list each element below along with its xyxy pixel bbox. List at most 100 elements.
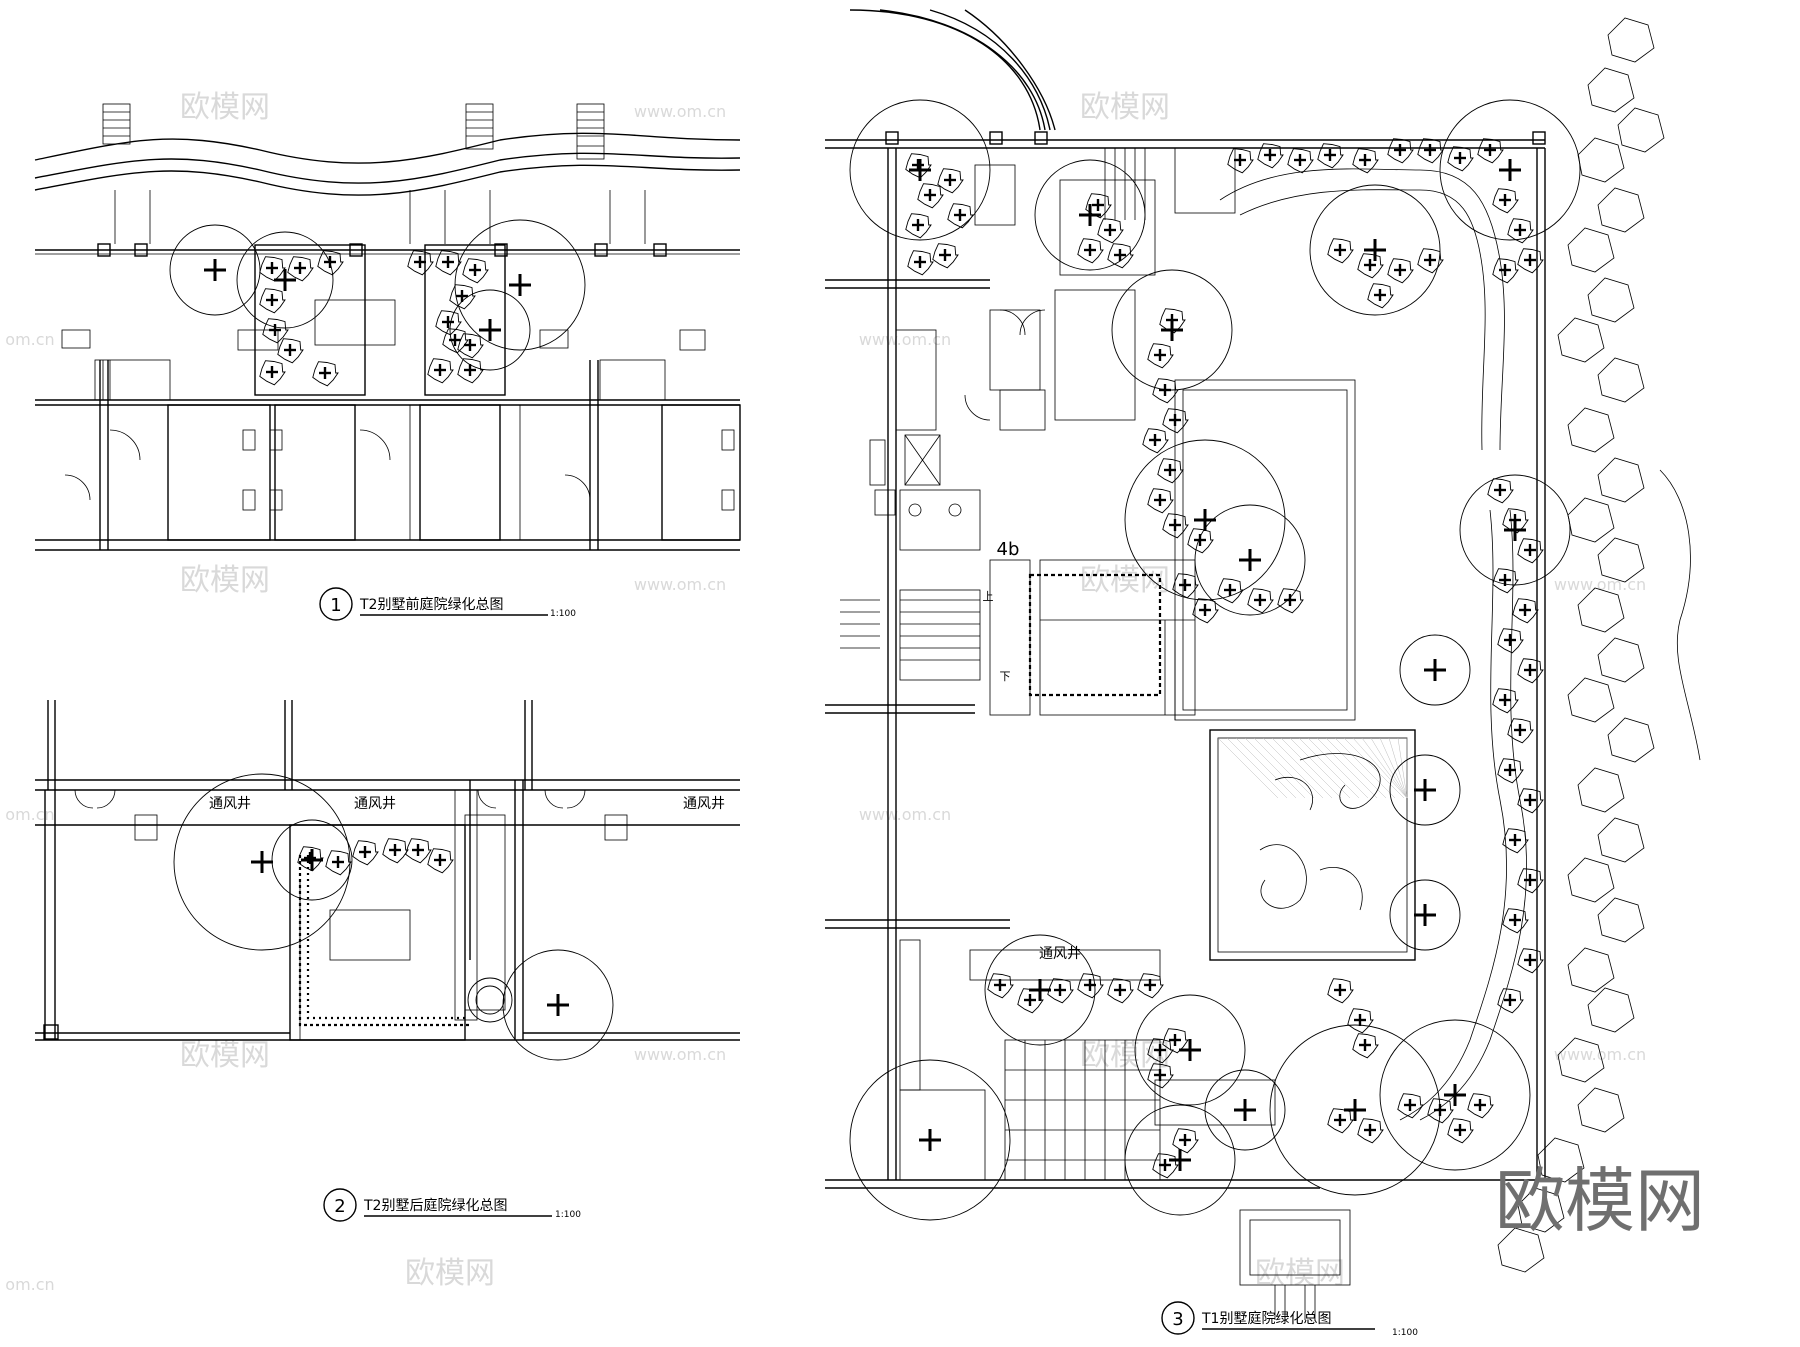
shrub-symbol: [1257, 143, 1284, 169]
drawing-1-number: 1: [330, 595, 341, 616]
shrub-symbol: [1517, 538, 1544, 564]
shrub-symbol: [1097, 218, 1124, 244]
watermark-brand-text: 欧模网: [1080, 563, 1170, 598]
drawing-3-title: T1别墅庭院绿化总图: [1201, 1310, 1331, 1327]
tree-canopy-symbol: [1124, 1104, 1236, 1216]
tree-canopy-symbol: [1204, 1069, 1286, 1151]
watermark-brand-text: 欧模网: [180, 563, 270, 598]
shrub-symbol: [1107, 978, 1134, 1004]
brand-watermark: 欧模网: [1495, 1160, 1705, 1242]
shrub-symbol: [1487, 478, 1514, 504]
drawing-2-tree-symbols: [173, 773, 614, 1061]
shrub-symbol: [1357, 1118, 1384, 1144]
shrub-symbol: [1287, 148, 1314, 174]
shrub-symbol: [1427, 1098, 1454, 1124]
shrub-symbol: [449, 284, 476, 310]
shrub-symbol: [442, 328, 469, 354]
shaft-label-a: 通风井: [209, 796, 251, 812]
shrub-symbol: [1077, 238, 1104, 264]
shrub-symbol: [905, 153, 932, 179]
tree-canopy-symbol: [849, 1059, 1011, 1221]
shrub-symbol: [317, 250, 344, 276]
shrub-symbol: [1502, 828, 1529, 854]
shrub-symbol: [1162, 408, 1189, 434]
drawing-3-villa-yard-plan: [825, 9, 1701, 1320]
shrub-symbol: [1517, 658, 1544, 684]
tree-canopy-symbol: [449, 289, 531, 371]
shrub-symbol: [1467, 1093, 1494, 1119]
tree-canopy-symbol: [1399, 634, 1471, 706]
shrub-symbol: [1147, 1063, 1174, 1089]
shrub-symbol: [427, 358, 454, 384]
watermark-domain-text: www.om.cn: [1554, 575, 1646, 594]
shrub-symbol: [1227, 148, 1254, 174]
tree-canopy-symbol: [1439, 99, 1581, 241]
drawing-1-front-yard-plan: [34, 103, 741, 551]
watermark-domain-text: www.om.cn: [859, 805, 951, 824]
shrub-symbol: [1417, 248, 1444, 274]
drawing-2-back-yard-plan: [35, 700, 740, 1041]
drawing-1-tree-symbols: [169, 219, 586, 387]
tree-canopy-symbol: [1034, 159, 1146, 271]
shrub-symbol: [462, 258, 489, 284]
shrub-symbol: [1517, 248, 1544, 274]
tree-canopy-symbol: [1389, 754, 1461, 826]
shrub-symbol: [1017, 988, 1044, 1014]
drawing-2-title-block: 2 T2别墅后庭院绿化总图 1:100: [323, 1188, 581, 1222]
shrub-symbol: [1492, 688, 1519, 714]
shrub-symbol: [937, 168, 964, 194]
shrub-symbol: [407, 250, 434, 276]
shrub-symbol: [1502, 508, 1529, 534]
shrub-symbol: [1352, 148, 1379, 174]
drawing-2-number: 2: [334, 1196, 345, 1217]
shrub-symbol: [1327, 1108, 1354, 1134]
drawing-3-scale: 1:100: [1392, 1328, 1418, 1338]
shrub-symbol: [1147, 343, 1174, 369]
watermark-domain-text: www.om.cn: [634, 575, 726, 594]
watermark-domain-text: www.om.cn: [634, 102, 726, 121]
shaft-label-c: 通风井: [683, 796, 725, 812]
shrub-symbol: [405, 838, 432, 864]
tree-canopy-symbol: [502, 949, 614, 1061]
drawing-1-title-block: 1 T2别墅前庭院绿化总图 1:100: [319, 587, 576, 621]
tree-canopy-symbol: [984, 934, 1096, 1046]
shrub-symbol: [1507, 218, 1534, 244]
shrub-symbol: [1517, 948, 1544, 974]
unit-label: 4b: [997, 539, 1020, 560]
shrub-symbol: [907, 250, 934, 276]
shrub-symbol: [1187, 528, 1214, 554]
drawing-3-number: 3: [1172, 1309, 1183, 1330]
shrub-symbol: [287, 256, 314, 282]
shrub-symbol: [259, 360, 286, 386]
shrub-symbol: [1352, 1033, 1379, 1059]
shaft-label-d: 通风井: [1039, 946, 1081, 962]
drawing-2-scale: 1:100: [555, 1210, 581, 1220]
shrub-symbol: [1497, 988, 1524, 1014]
shrub-symbol: [1397, 1093, 1424, 1119]
shrub-symbol: [987, 973, 1014, 999]
shrub-symbol: [352, 840, 379, 866]
watermark-domain-short-text: om.cn: [5, 805, 54, 824]
shrub-symbol: [1327, 238, 1354, 264]
shrub-symbol: [1492, 568, 1519, 594]
shrub-symbol: [1327, 978, 1354, 1004]
shrub-symbol: [1502, 908, 1529, 934]
watermark-domain-short-text: om.cn: [5, 330, 54, 349]
shrub-symbol: [1347, 1008, 1374, 1034]
tree-canopy-symbol: [1194, 504, 1306, 616]
shrub-symbol: [1357, 253, 1384, 279]
shrub-symbol: [1517, 788, 1544, 814]
shrub-symbol: [1512, 598, 1539, 624]
watermark-domain-short-text: om.cn: [5, 1275, 54, 1294]
shrub-symbol: [277, 338, 304, 364]
tree-canopy-symbol: [173, 773, 351, 951]
shrub-symbol: [1147, 1038, 1174, 1064]
shrub-symbol: [1157, 458, 1184, 484]
shrub-symbol: [297, 846, 324, 872]
shrub-symbol: [1147, 488, 1174, 514]
watermark-brand-text: 欧模网: [180, 90, 270, 125]
watermark-domain-text: www.om.cn: [859, 330, 951, 349]
shrub-symbol: [382, 838, 409, 864]
shrub-symbol: [1387, 258, 1414, 284]
shrub-symbol: [1142, 428, 1169, 454]
